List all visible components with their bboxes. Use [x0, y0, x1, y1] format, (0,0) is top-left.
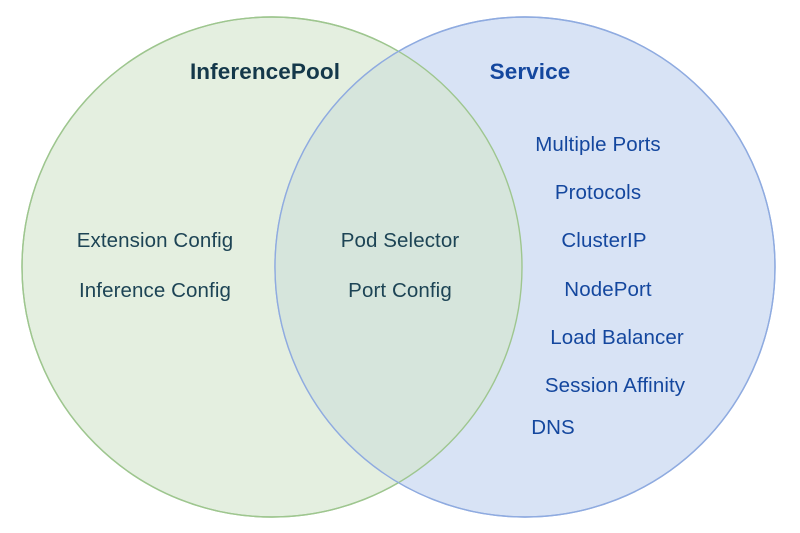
intersection-item-0: Pod Selector: [340, 228, 460, 252]
right-set-outline: [274, 16, 776, 518]
right-set-item-1: Protocols: [554, 180, 642, 204]
right-set-item-3: NodePort: [564, 277, 652, 301]
left-set-item-1: Inference Config: [78, 278, 232, 302]
left-set-title: InferencePool: [189, 58, 341, 84]
intersection-region: [275, 17, 522, 517]
right-set-item-0: Multiple Ports: [535, 132, 661, 156]
right-set-item-6: DNS: [531, 415, 575, 439]
left-set-item-0: Extension Config: [76, 228, 234, 252]
intersection-item-1: Port Config: [348, 278, 452, 302]
right-set-item-4: Load Balancer: [550, 325, 684, 349]
left-set-outline: [21, 16, 523, 518]
right-set-title: Service: [489, 58, 571, 84]
right-set-item-5: Session Affinity: [544, 373, 686, 397]
right-set-item-2: ClusterIP: [561, 228, 647, 252]
